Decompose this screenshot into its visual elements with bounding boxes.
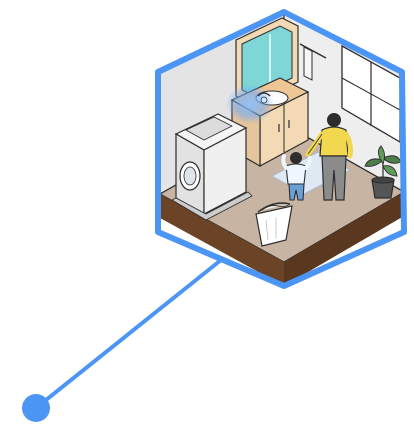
child-icon	[281, 152, 312, 201]
connector-dot	[22, 394, 50, 422]
connector	[22, 254, 228, 422]
vanity-icon	[230, 17, 310, 168]
connector-line	[34, 254, 228, 410]
laundry-basket-icon	[255, 202, 293, 247]
floor-edge-left	[160, 194, 284, 286]
parent-icon	[305, 113, 353, 201]
towel-icon	[299, 43, 327, 81]
hexagon-frame	[155, 9, 407, 289]
floor-edge-right	[284, 192, 404, 286]
washing-machine-icon	[171, 113, 253, 221]
room-scene	[158, 12, 404, 286]
faucet-highlight-icon	[226, 84, 274, 124]
